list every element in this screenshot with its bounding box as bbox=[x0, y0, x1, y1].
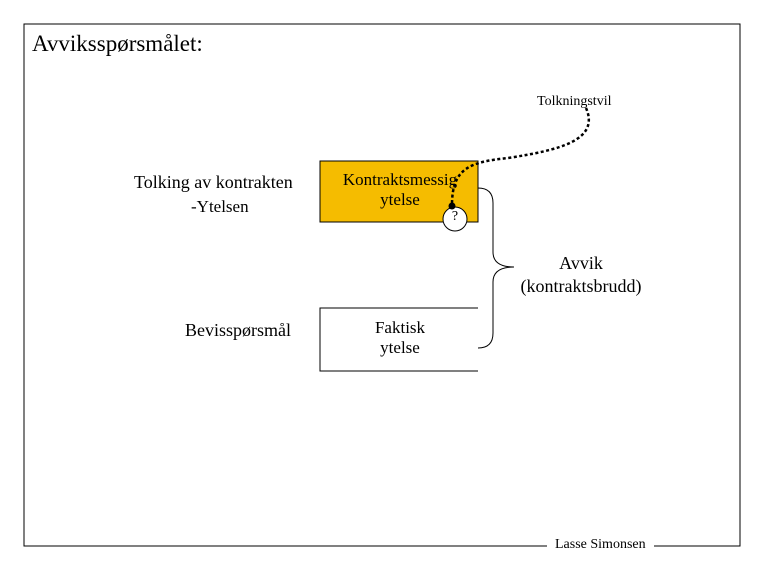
slide-title: Avviksspørsmålet: bbox=[32, 31, 203, 56]
deviation-title: Avvik bbox=[559, 253, 603, 273]
evidence-label: Bevisspørsmål bbox=[185, 320, 291, 340]
actual-performance-text: Faktisk ytelse bbox=[320, 318, 480, 357]
dispute-curve bbox=[450, 107, 590, 206]
actual-performance-line: ytelse bbox=[380, 337, 420, 357]
actual-performance-box bbox=[319, 307, 478, 372]
dispute-label: Tolkningstvil bbox=[537, 94, 612, 109]
dispute-curve-end bbox=[448, 202, 456, 210]
contract-performance-text: Kontraktsmessig ytelse bbox=[320, 170, 480, 209]
contract-performance-line: Kontraktsmessig bbox=[342, 170, 458, 189]
author-label: Lasse Simonsen bbox=[547, 537, 654, 554]
deviation-sub: (kontraktsbrudd) bbox=[520, 275, 642, 296]
contract-performance-line: ytelse bbox=[380, 189, 420, 209]
actual-performance-line: Faktisk bbox=[374, 318, 426, 337]
deviation-brace bbox=[477, 187, 515, 349]
slide-border bbox=[23, 23, 741, 547]
interpretation-sub: -Ytelsen bbox=[191, 197, 249, 216]
interpretation-label: Tolking av kontrakten bbox=[134, 172, 293, 192]
deviation-label: Avvik (kontraktsbrudd) bbox=[519, 252, 643, 297]
question-mark: ? bbox=[451, 209, 459, 224]
